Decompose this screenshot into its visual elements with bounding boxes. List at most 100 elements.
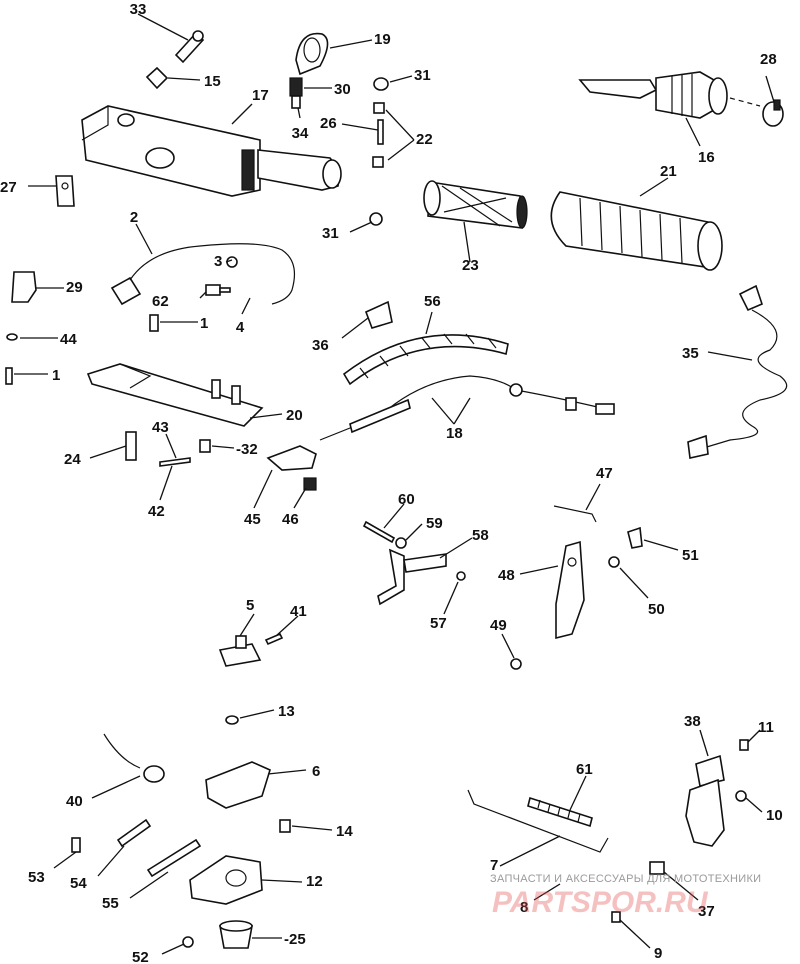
part-61-spring	[527, 796, 593, 828]
part-56-sleeve	[342, 333, 509, 386]
callout-61: 61	[576, 761, 593, 778]
part-19-bracket	[295, 32, 329, 76]
part-27-plate	[55, 175, 75, 207]
callout-29: 29	[66, 279, 83, 296]
callout-53: 53	[28, 869, 45, 886]
watermark-caption: ЗАПЧАСТИ И АКСЕССУАРЫ ДЛЯ МОТОТЕХНИКИ	[490, 873, 761, 885]
part-28-cap	[762, 99, 784, 127]
callout-32: -32	[236, 441, 258, 458]
part-12-base	[189, 855, 263, 905]
part-38-handle	[685, 754, 725, 847]
callout-3: 3	[214, 253, 222, 270]
part-57-washer	[456, 571, 466, 581]
part-31-nut-upper	[373, 77, 389, 91]
callout-9: 9	[654, 945, 662, 962]
callout-38: 38	[684, 713, 701, 730]
part-11-pin	[739, 739, 749, 751]
part-1-screw-upper	[149, 314, 159, 332]
callout-4: 4	[236, 319, 245, 336]
part-10-washer	[735, 790, 747, 802]
callout-27: 27	[0, 179, 17, 196]
callout-2: 2	[130, 209, 138, 226]
callout-56: 56	[424, 293, 441, 310]
part-59-nut	[395, 537, 407, 549]
callout-20: 20	[286, 407, 303, 424]
callout-19: 19	[374, 31, 391, 48]
part-43-pin	[159, 457, 191, 467]
callout-30: 30	[334, 81, 351, 98]
part-24-fitting	[125, 431, 137, 461]
part-21-grip	[550, 191, 723, 271]
callout-11: 11	[758, 719, 774, 736]
part-32-screw	[199, 439, 211, 453]
callout-57: 57	[430, 615, 447, 632]
part-62-screw	[205, 284, 231, 296]
part-58-bracket	[377, 548, 447, 606]
callout-18: 18	[446, 425, 463, 442]
part-60-bolt	[362, 520, 396, 544]
part-47-rod	[553, 505, 597, 523]
callout-15: 15	[204, 73, 221, 90]
callout-7: 7	[490, 857, 498, 874]
part-49-nut	[510, 658, 522, 670]
part-25-cup	[219, 920, 253, 949]
callout-44: 44	[60, 331, 77, 348]
part-33-pin	[174, 30, 205, 64]
part-41-pin	[264, 632, 284, 646]
callout-41: 41	[290, 603, 307, 620]
callout-42: 42	[148, 503, 165, 520]
part-20-plate	[86, 363, 264, 427]
callout-40: 40	[66, 793, 83, 810]
callout-23: 23	[462, 257, 479, 274]
callout-28: 28	[760, 51, 777, 68]
callout-59: 59	[426, 515, 443, 532]
callout-46: 46	[282, 511, 299, 528]
callout-14: 14	[336, 823, 353, 840]
part-15-sleeve	[145, 66, 169, 90]
callout-10: 10	[766, 807, 783, 824]
callout-48: 48	[498, 567, 515, 584]
part-45-clamp	[266, 445, 317, 471]
callout-24: 24	[64, 451, 81, 468]
callout-51: 51	[682, 547, 699, 564]
part-2-switch-wiring	[110, 243, 295, 306]
callout-12: 12	[306, 873, 323, 890]
callout-labels: 33 15 17 19 30 31 34 26 22 27 28 16 21 2…	[0, 1, 783, 964]
part-14-screw	[279, 819, 291, 833]
watermark-logo: PARTSPOR.RU	[492, 886, 709, 919]
part-1-screw-lower	[5, 367, 13, 385]
part-13-washer	[225, 715, 239, 725]
callout-62: 62	[152, 293, 169, 310]
part-44-washer	[6, 333, 18, 341]
part-17-tiller-arm	[81, 105, 342, 197]
part-36-clip	[364, 300, 393, 329]
part-22-clips	[372, 102, 385, 168]
part-48-lever	[555, 540, 585, 640]
callout-22: 22	[416, 131, 433, 148]
part-16-throttle-shaft	[578, 71, 761, 119]
part-23-grip-insert	[423, 180, 528, 229]
part-51-knob	[627, 526, 643, 549]
watermark: ЗАПЧАСТИ И АКСЕССУАРЫ ДЛЯ МОТОТЕХНИКИ PA…	[490, 873, 761, 919]
callout-6: 6	[312, 763, 320, 780]
callout-52: 52	[132, 949, 149, 964]
part-6-cam	[205, 761, 271, 809]
part-26-pin	[377, 119, 384, 145]
callout-49: 49	[490, 617, 507, 634]
callout-16: 16	[698, 149, 715, 166]
callout-31-mid: 31	[322, 225, 339, 242]
callout-8: 8	[520, 899, 528, 916]
callout-37: 37	[698, 903, 715, 920]
leader-lines	[14, 13, 775, 955]
callout-33: 33	[130, 1, 147, 18]
callout-55: 55	[102, 895, 119, 912]
callout-17: 17	[252, 87, 269, 104]
callout-1-upper: 1	[200, 315, 208, 332]
part-55-link	[146, 838, 202, 878]
callout-5: 5	[246, 597, 254, 614]
callout-58: 58	[472, 527, 489, 544]
callout-36: 36	[312, 337, 329, 354]
callout-25: -25	[284, 931, 306, 948]
part-9-pin	[611, 911, 621, 923]
